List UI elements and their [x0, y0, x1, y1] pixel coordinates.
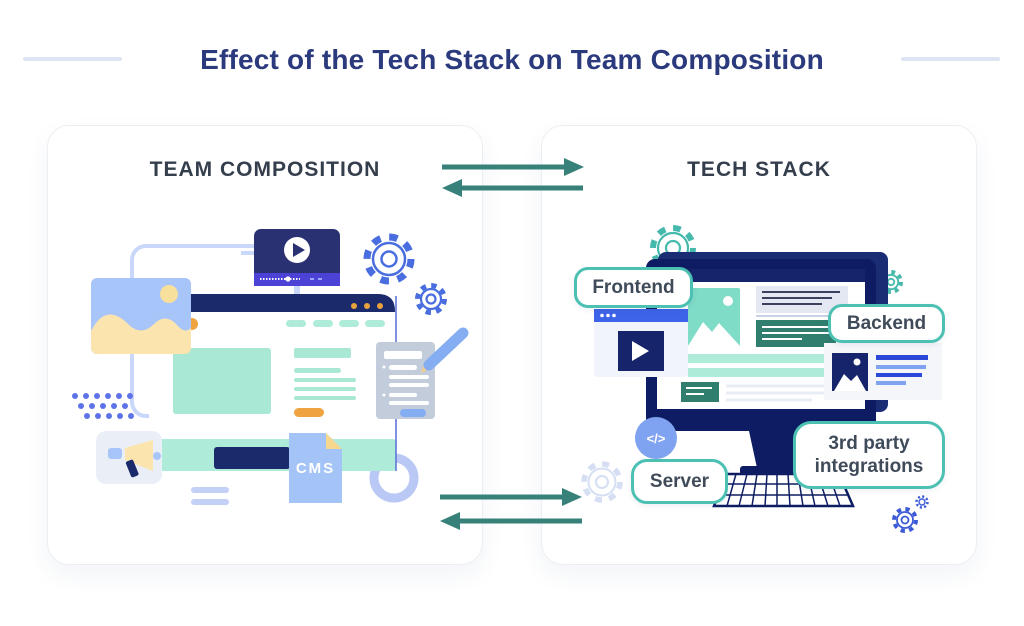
- cms-file-icon: [289, 433, 342, 503]
- team-composition-panel: TEAM COMPOSITION: [47, 125, 483, 565]
- backend-card: [824, 343, 942, 400]
- title-right-dash: [901, 57, 1000, 61]
- content-block: [173, 348, 271, 414]
- cms-file-label: CMS: [295, 460, 336, 477]
- video-player-icon: [254, 229, 340, 286]
- tech-stack-panel: TECH STACK: [541, 125, 977, 565]
- gear-small-icon: [415, 283, 447, 315]
- third-party-line2: integrations: [814, 456, 924, 477]
- line-decoration: [191, 499, 229, 505]
- title-left-dash: [23, 57, 122, 61]
- gear-light-icon: [581, 461, 623, 503]
- server-label: Server: [631, 459, 728, 504]
- team-composition-heading: TEAM COMPOSITION: [149, 158, 381, 181]
- tech-stack-heading: TECH STACK: [687, 158, 831, 181]
- third-party-line1: 3rd party: [828, 432, 910, 454]
- frontend-label: Frontend: [574, 267, 693, 308]
- third-party-integrations-label: 3rd party integrations: [793, 421, 945, 489]
- document-icon: [376, 327, 469, 419]
- backend-label: Backend: [828, 304, 945, 343]
- page-title: Effect of the Tech Stack on Team Composi…: [200, 44, 824, 75]
- play-icon: [632, 341, 649, 361]
- dots-pattern: [72, 393, 134, 419]
- line-decoration: [191, 487, 229, 493]
- pencil-icon: [423, 327, 469, 371]
- cta-button-shape: [294, 408, 324, 417]
- megaphone-icon: [96, 431, 162, 484]
- image-placeholder-icon: [91, 278, 191, 354]
- play-icon: [293, 243, 305, 257]
- code-icon: </>: [635, 417, 677, 459]
- gear-blue-icon: [892, 495, 929, 533]
- browser-content: [173, 318, 356, 417]
- tech-stack-illustration: [581, 225, 942, 533]
- gear-icon: [363, 233, 415, 285]
- team-composition-illustration: [72, 229, 469, 505]
- frontend-window: [594, 309, 688, 377]
